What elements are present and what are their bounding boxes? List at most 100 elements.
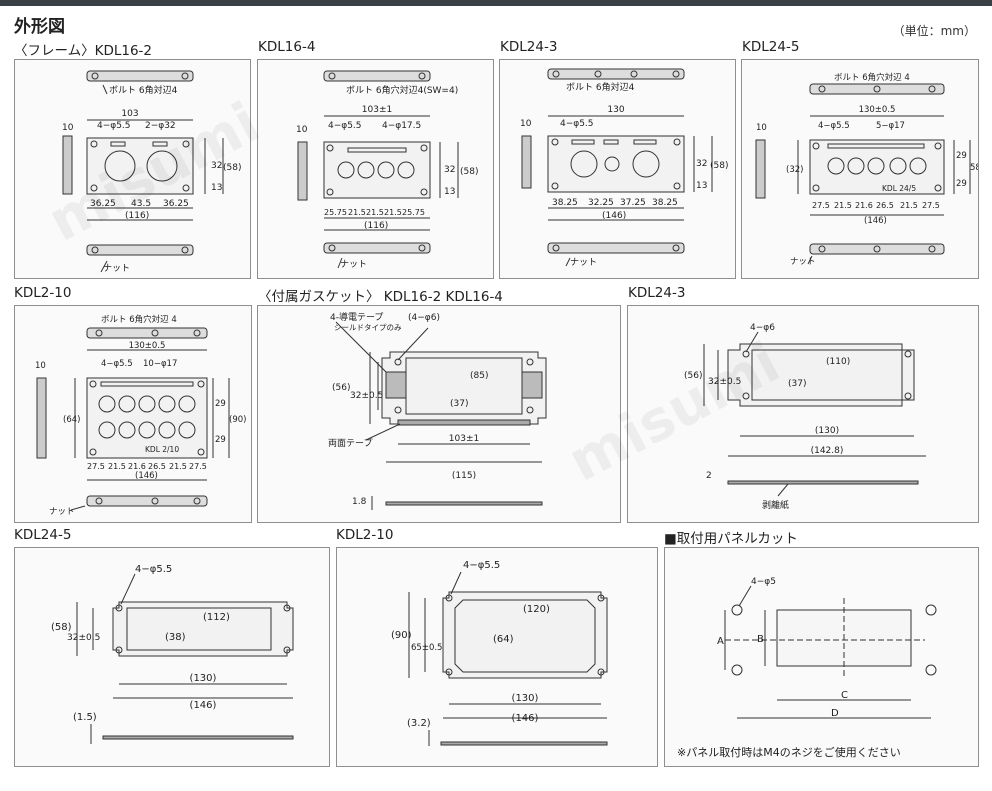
gasket16-total: (115) [452, 471, 476, 481]
kdl16-4-h2: 13 [444, 187, 455, 197]
gasket2-10-total: (146) [512, 713, 539, 724]
gasket16-h-outer: (56) [332, 383, 350, 393]
kdl24-3-h-total: (58) [710, 161, 728, 171]
gasket24-5-h-inner: (38) [165, 632, 186, 643]
kdl24-5-panel: ボルト 6角穴対辺 4 130±0.5 4−φ5.5 5−φ17 10 (32)… [741, 59, 979, 279]
kdl16-4-panel: ボルト 6角穴対辺4(SW=4) 103±1 4−φ5.5 4−φ17.5 10… [257, 59, 494, 279]
gasket24-3-thickness: 2 [706, 471, 712, 481]
kdl2-10-dim-1: 27.5 [87, 462, 105, 471]
gasket24-5-h-outer: (58) [51, 622, 72, 633]
gasket24-3-h-outer: (56) [684, 371, 702, 381]
kdl16-2-h-total: (58) [223, 163, 241, 173]
kdl2-10-dim-6: 27.5 [189, 462, 207, 471]
kdl2-10-nut: ナット [49, 507, 75, 517]
kdl24-5-dim-4: 26.5 [876, 201, 894, 210]
kdl16-2-nut: ナット [103, 263, 130, 274]
kdl2-10-total: (146) [135, 471, 158, 481]
kdl16-2-title: 〈フレーム〉KDL16-2 [14, 43, 153, 59]
kdl2-10-title: KDL2-10 [14, 285, 72, 301]
kdl24-3-title: KDL24-3 [500, 39, 558, 55]
panelcut-c: C [841, 690, 848, 701]
gasket24-5-hole: 4−φ5.5 [135, 564, 172, 575]
kdl16-4-bolt-label: ボルト 6角穴対辺4(SW=4) [346, 84, 458, 96]
panelcut-d: D [831, 708, 839, 719]
gasket16-panel: 4-導電テープ シールドタイプのみ (4−φ6) (56) 32±0.5 (37… [257, 305, 621, 523]
gasket16-thickness: 1.8 [352, 497, 367, 507]
kdl24-5-h1: 29 [956, 151, 967, 161]
panelcut-a: A [717, 636, 724, 647]
kdl24-3-dim-3: 37.25 [620, 198, 646, 208]
gasket24-3-h-pitch: 32±0.5 [708, 377, 741, 387]
kdl24-5-title: KDL24-5 [742, 39, 800, 55]
gasket24-5-title: KDL24-5 [14, 527, 72, 543]
gasket24-3-title: KDL24-3 [628, 285, 686, 301]
kdl24-5-dim-6: 27.5 [922, 201, 940, 210]
kdl16-4-title: KDL16-4 [258, 39, 316, 55]
gasket24-3-h-inner: (37) [788, 379, 806, 389]
gasket2-10-h-inner: (64) [493, 634, 514, 645]
gasket2-10-h-outer: (90) [391, 630, 412, 641]
kdl24-5-bolt-label: ボルト 6角穴対辺 4 [834, 72, 910, 83]
kdl24-5-dim-3: 21.6 [855, 201, 873, 210]
kdl24-3-panel: ボルト 6角対辺4 130 4−φ5.5 10 32 13 (58) 38.25… [499, 59, 736, 279]
kdl24-5-drawing: ボルト 6角穴対辺 4 130±0.5 4−φ5.5 5−φ17 10 (32)… [755, 72, 978, 267]
gasket2-10-thickness: (3.2) [407, 718, 431, 729]
kdl24-3-thickness: 10 [520, 119, 532, 129]
kdl16-4-nut: ナット [340, 259, 367, 270]
panelcut-panel: 4−φ5 A B C D ※パネル取付時はM4のネジをご使用ください [664, 547, 979, 767]
kdl2-10-drawing: ボルト 6角穴対辺 4 130±0.5 4−φ5.5 10−φ17 10 (64… [35, 314, 246, 517]
kdl16-2-drawing: ボルト 6角対辺4 103 4−φ5.5 2−φ32 10 32 13 (58)… [62, 70, 241, 274]
kdl16-4-h-total: (58) [460, 167, 478, 177]
kdl24-3-h2: 13 [696, 181, 707, 191]
gasket2-10-h-pitch: 65±0.5 [411, 643, 442, 653]
kdl2-10-dim-4: 26.5 [148, 462, 166, 471]
kdl2-10-panel: ボルト 6角穴対辺 4 130±0.5 4−φ5.5 10−φ17 10 (64… [14, 305, 252, 523]
gasket16-hole: (4−φ6) [408, 313, 440, 323]
kdl16-2-hole1: 4−φ5.5 [97, 121, 131, 131]
gasket2-10-w-inner: (120) [523, 604, 550, 615]
kdl16-4-width: 103±1 [362, 105, 392, 115]
kdl24-5-h2: 29 [956, 179, 967, 189]
kdl24-3-dim-2: 32.25 [588, 198, 614, 208]
kdl24-5-width: 130±0.5 [859, 105, 896, 115]
gasket2-10-panel: 4−φ5.5 (90) 65±0.5 (64) (120) (130) (146… [336, 547, 658, 767]
panelcut-b: B [757, 634, 764, 645]
gasket24-5-w-inner: (112) [203, 612, 230, 623]
panelcut-drawing: 4−φ5 A B C D ※パネル取付時はM4のネジをご使用ください [677, 577, 937, 759]
kdl2-10-hole2: 10−φ17 [143, 359, 177, 369]
kdl16-4-hole1: 4−φ5.5 [328, 121, 362, 131]
kdl2-10-dim-2: 21.5 [108, 462, 126, 471]
gasket24-5-h-pitch: 32±0.5 [67, 633, 100, 643]
kdl16-4-dim-4: 21.5 [384, 208, 402, 217]
kdl24-5-dim-5: 21.5 [900, 201, 918, 210]
gasket16-w-inner: (85) [470, 371, 488, 381]
kdl2-10-h1: 29 [215, 399, 226, 409]
gasket16-h-inner: (37) [450, 399, 468, 409]
kdl16-4-dim-3: 21.5 [366, 208, 384, 217]
kdl24-5-nut: ナット [790, 257, 816, 267]
kdl24-3-bolt-label: ボルト 6角対辺4 [566, 81, 635, 93]
kdl2-10-h2: 29 [215, 435, 226, 445]
gasket24-3-drawing: 4−φ6 (56) 32±0.5 (37) (110) (130) (142.8… [684, 323, 926, 511]
gasket24-5-thickness: (1.5) [73, 712, 97, 723]
kdl16-2-d2: 43.5 [131, 199, 151, 209]
kdl24-5-hole2: 5−φ17 [876, 121, 905, 131]
kdl2-10-bolt-label: ボルト 6角穴対辺 4 [101, 314, 177, 325]
gasket2-10-drawing: 4−φ5.5 (90) 65±0.5 (64) (120) (130) (146… [391, 560, 608, 746]
kdl16-2-d1: 36.25 [90, 199, 116, 209]
kdl2-10-hole1: 4−φ5.5 [101, 359, 133, 369]
top-bar [0, 0, 992, 6]
kdl24-3-dim-1: 38.25 [552, 198, 578, 208]
kdl16-4-dim-2: 21.5 [348, 208, 366, 217]
gasket24-5-panel: 4−φ5.5 (58) 32±0.5 (38) (112) (130) (146… [14, 547, 330, 767]
gasket16-drawing: 4-導電テープ シールドタイプのみ (4−φ6) (56) 32±0.5 (37… [328, 311, 547, 510]
kdl16-2-total: (116) [125, 211, 149, 221]
kdl16-2-thickness: 10 [62, 123, 74, 133]
panelcut-hole: 4−φ5 [751, 577, 776, 587]
kdl16-2-width: 103 [121, 109, 138, 119]
kdl16-4-thickness: 10 [296, 125, 308, 135]
gasket24-5-total: (146) [190, 700, 217, 711]
gasket16-h-pitch: 32±0.5 [350, 391, 383, 401]
gasket2-10-pitch: (130) [512, 693, 539, 704]
kdl2-10-model: KDL 2/10 [145, 445, 179, 454]
